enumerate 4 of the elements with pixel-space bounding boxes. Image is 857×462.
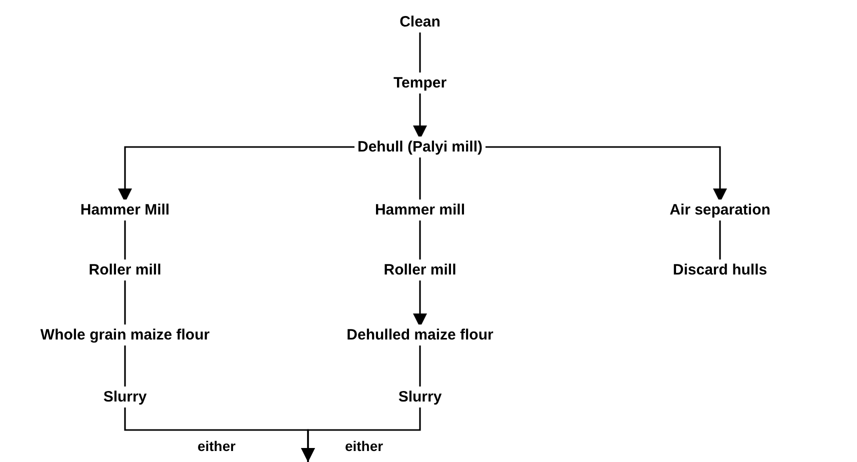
- edge-label: either: [195, 438, 238, 454]
- edge-label: either: [342, 438, 386, 454]
- arrow: [118, 146, 354, 202]
- arrow: [486, 146, 727, 202]
